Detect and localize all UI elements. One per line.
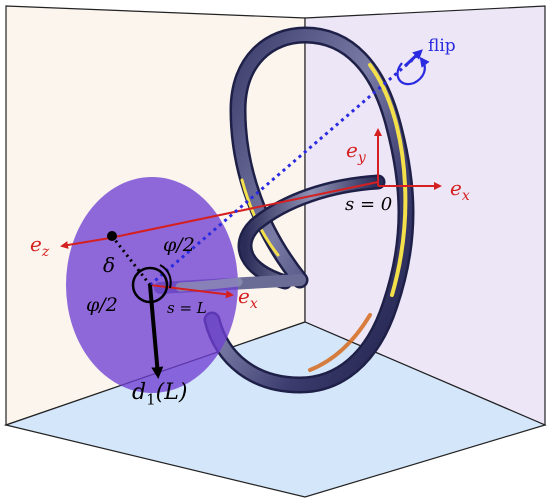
ey-label: ey <box>346 138 366 166</box>
ez-label-sub: z <box>41 244 50 260</box>
phi-half-top-label: φ/2 <box>163 234 195 256</box>
delta-line <box>110 235 152 286</box>
ex-arrow-sL <box>149 284 234 299</box>
flip-axis <box>149 53 419 287</box>
d1-label-base: d <box>132 380 147 405</box>
d1-label-arg: (L) <box>155 380 188 405</box>
rod-inner-strand <box>240 177 383 287</box>
delta-label: δ <box>103 253 116 277</box>
ez-arrow <box>60 237 111 249</box>
rod-loop <box>206 28 412 392</box>
flip-label: flip <box>428 36 456 56</box>
sL-label: s = L <box>167 299 207 317</box>
ez-label: ez <box>30 232 49 260</box>
d1-label-sub: 1 <box>146 390 156 409</box>
ex-label-disk-sub: x <box>249 296 258 312</box>
phi-half-left-label: φ/2 <box>86 294 118 316</box>
s0-label: s = 0 <box>345 194 393 215</box>
ey-label-sub: y <box>357 150 366 166</box>
curved-arrow-icon <box>396 56 430 86</box>
ex-label-disk-base: e <box>238 284 250 308</box>
rod-end-over-disk <box>175 277 243 292</box>
angle-arc-top <box>159 264 172 289</box>
delta-point <box>107 231 117 241</box>
ez-label-base: e <box>30 232 42 256</box>
ex-label-disk: ex <box>238 284 258 312</box>
ey-label-base: e <box>346 138 358 162</box>
d1-arrow <box>148 284 164 379</box>
ex-label-s0: ex <box>450 176 470 204</box>
rod-orange-band <box>308 313 372 372</box>
axis-line-long <box>109 181 379 239</box>
d1-label: d1(L) <box>132 380 187 408</box>
flip-axis-tip <box>403 49 423 68</box>
ex-label-s0-base: e <box>450 176 462 200</box>
ex-label-s0-sub: x <box>461 188 470 204</box>
rod-highlight <box>368 63 408 297</box>
